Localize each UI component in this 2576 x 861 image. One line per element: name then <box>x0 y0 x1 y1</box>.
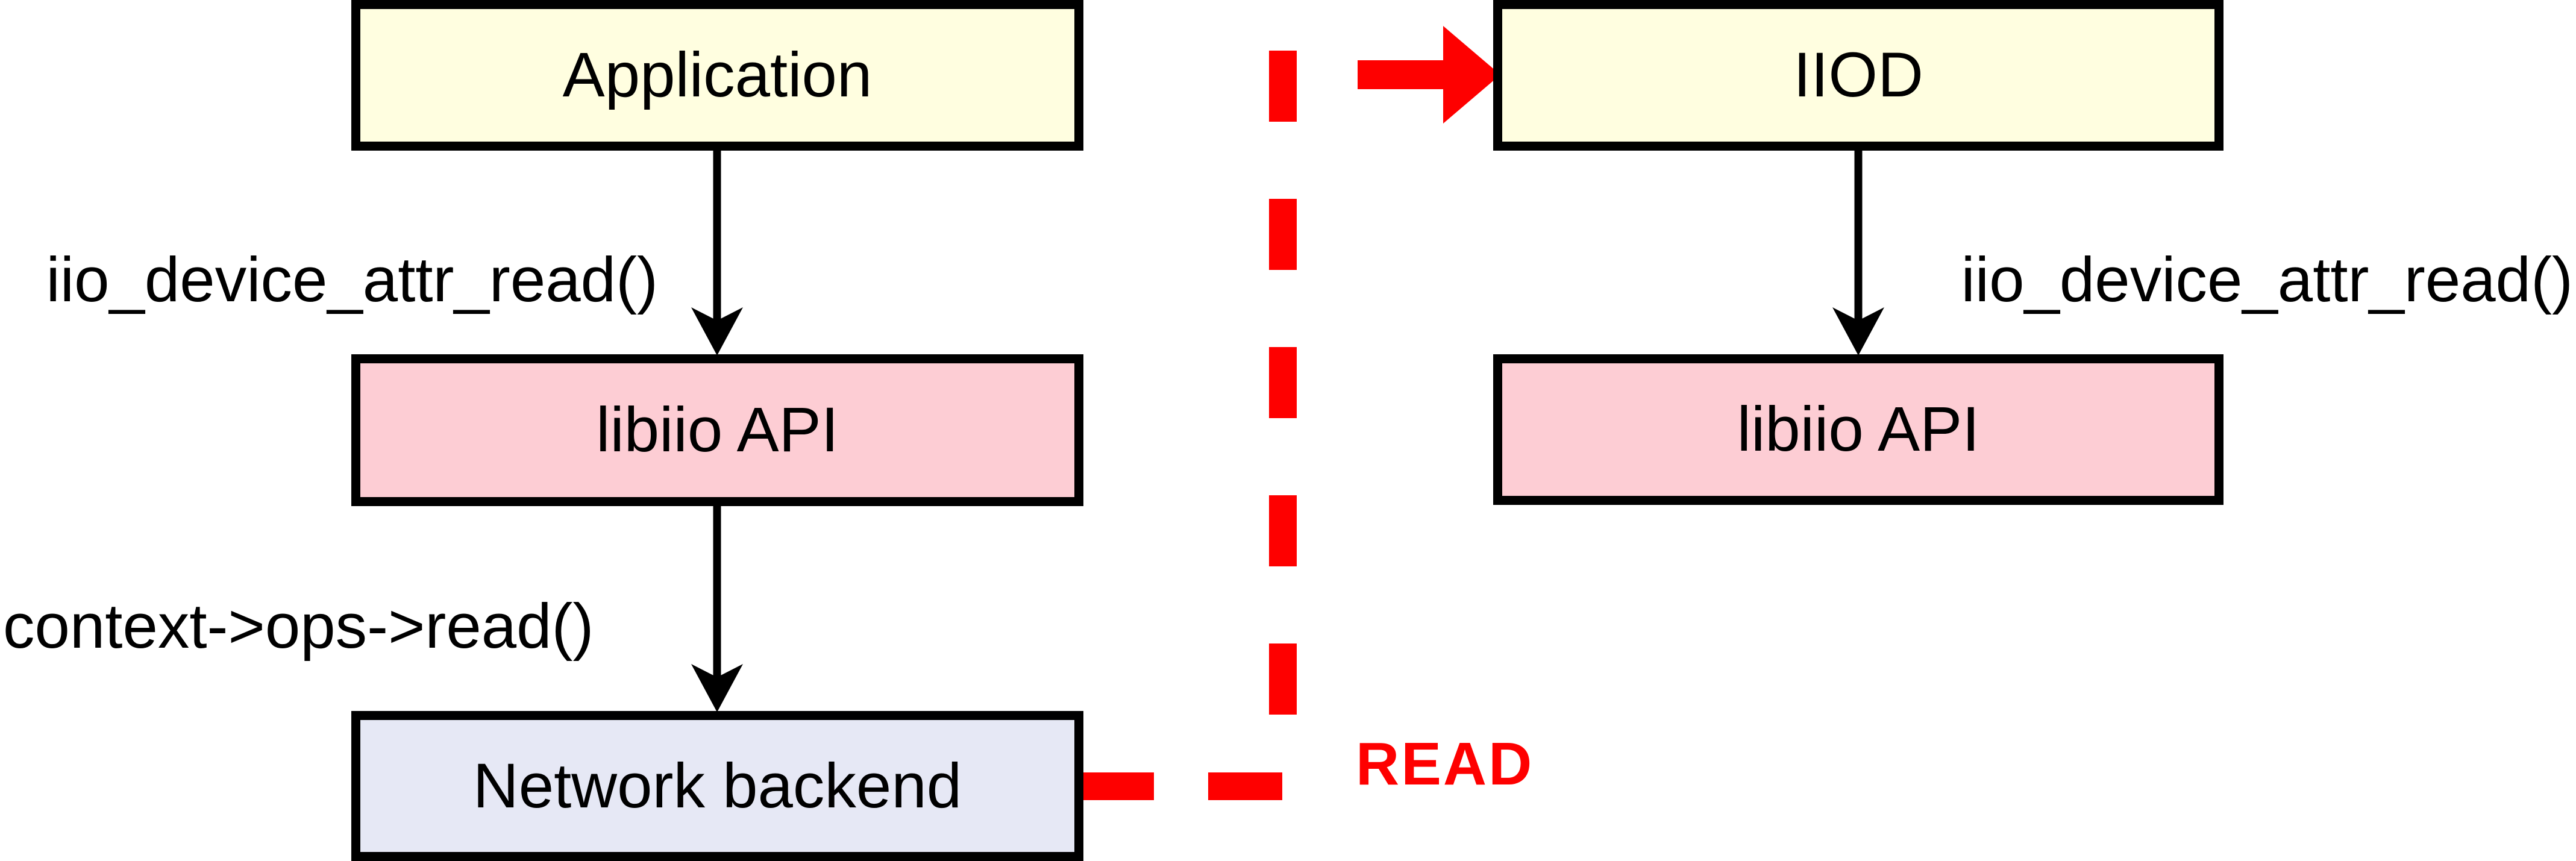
arrow-down-icon <box>691 506 743 712</box>
network-backend-box: Network backend <box>351 711 1083 861</box>
application-box-label: Application <box>562 40 873 110</box>
arrow-down-icon <box>1832 151 1884 355</box>
read-connector-label: READ <box>1356 730 1534 798</box>
libiio-api-box-right: libiio API <box>1493 354 2223 505</box>
application-box: Application <box>351 0 1083 151</box>
iiod-box: IIOD <box>1493 0 2223 151</box>
libiio-api-box-right-label: libiio API <box>1737 394 1980 465</box>
red-dashed-connector <box>1079 51 1297 800</box>
arrow-down-icon <box>691 151 743 355</box>
iiod-box-label: IIOD <box>1793 40 1923 110</box>
edge-label-iio-device-attr-read-left: iio_device_attr_read() <box>46 245 658 315</box>
libiio-api-box-left: libiio API <box>351 354 1083 506</box>
red-arrow-right-icon <box>1358 26 1500 124</box>
edge-label-iio-device-attr-read-right: iio_device_attr_read() <box>1961 245 2573 315</box>
network-backend-box-label: Network backend <box>472 750 962 821</box>
libiio-api-box-left-label: libiio API <box>596 395 839 465</box>
edge-label-context-ops-read: context->ops->read() <box>3 591 594 662</box>
